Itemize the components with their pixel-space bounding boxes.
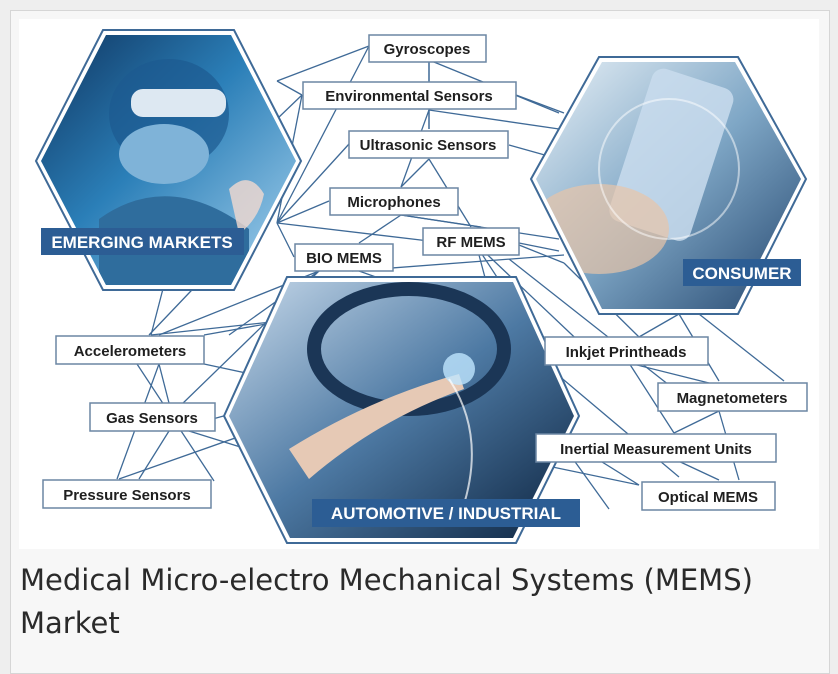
inkjet-printheads-label: Inkjet Printheads <box>566 344 687 361</box>
emerging-markets-label: EMERGING MARKETS <box>51 233 232 252</box>
consumer-label: CONSUMER <box>692 264 791 283</box>
imu-label: Inertial Measurement Units <box>560 441 752 458</box>
sensor-box-rf-mems: RF MEMS <box>422 227 520 256</box>
sensor-box-gyroscopes: Gyroscopes <box>368 34 487 63</box>
sensor-box-ultrasonic: Ultrasonic Sensors <box>348 130 509 159</box>
sensor-box-bio-mems: BIO MEMS <box>294 243 394 272</box>
automotive-industrial-label: AUTOMOTIVE / INDUSTRIAL <box>331 504 561 523</box>
sensor-box-imu: Inertial Measurement Units <box>535 433 777 463</box>
accelerometers-label: Accelerometers <box>74 343 187 360</box>
sensor-box-pressure: Pressure Sensors <box>42 479 212 509</box>
magnetometers-label: Magnetometers <box>677 390 788 407</box>
mems-diagram: EMERGING MARKETS CONSUMER AUTOMOTIVE / I… <box>19 19 819 549</box>
bio-mems-label: BIO MEMS <box>306 250 382 267</box>
sensor-box-environmental: Environmental Sensors <box>302 81 517 110</box>
emerging-markets-hexagon: EMERGING MARKETS <box>34 29 303 291</box>
sensor-box-microphones: Microphones <box>329 187 459 216</box>
microphones-label: Microphones <box>347 194 440 211</box>
figure-caption: Medical Micro-electro Mechanical Systems… <box>20 563 753 640</box>
consumer-hexagon: CONSUMER <box>529 56 808 315</box>
ultrasonic-sensors-label: Ultrasonic Sensors <box>360 137 497 154</box>
pressure-sensors-label: Pressure Sensors <box>63 487 191 504</box>
environmental-sensors-label: Environmental Sensors <box>325 88 493 105</box>
sensor-box-optical: Optical MEMS <box>641 481 776 511</box>
sensor-box-accelerometers: Accelerometers <box>55 335 205 365</box>
sensor-box-magnetometers: Magnetometers <box>657 382 808 412</box>
automotive-industrial-hexagon: AUTOMOTIVE / INDUSTRIAL <box>222 276 581 544</box>
car-dashboard-touch-photo <box>289 282 511 520</box>
sensor-box-inkjet: Inkjet Printheads <box>544 336 709 366</box>
sensor-box-gas: Gas Sensors <box>89 402 216 432</box>
gas-sensors-label: Gas Sensors <box>106 410 198 427</box>
rf-mems-label: RF MEMS <box>436 234 505 251</box>
optical-mems-label: Optical MEMS <box>658 489 758 506</box>
gyroscopes-label: Gyroscopes <box>384 41 471 58</box>
